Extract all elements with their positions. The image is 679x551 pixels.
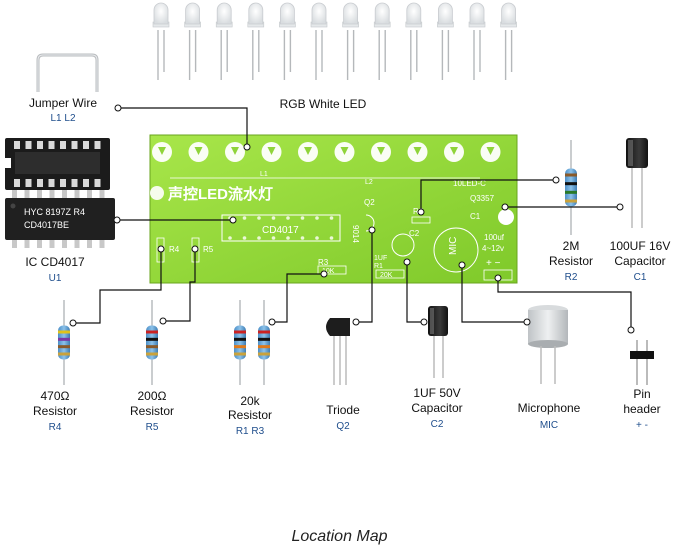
diagram-caption: Location Map <box>291 528 388 545</box>
board-title: 声控LED流水灯 <box>167 185 273 203</box>
c1-hole <box>498 209 514 225</box>
white-led <box>279 2 296 80</box>
white-led <box>437 2 454 80</box>
label-r1r3-name: 20k <box>240 394 260 408</box>
silk-c1: C1 <box>470 212 481 221</box>
label-r4-name: 470Ω <box>41 389 70 403</box>
white-led-row <box>152 2 517 80</box>
resistor <box>258 300 270 385</box>
silk-r1: R1 <box>374 263 383 270</box>
led-symbol-icon <box>150 186 164 200</box>
silk-r3: R3 <box>318 258 329 267</box>
label-r5-designator: R5 <box>146 422 159 433</box>
triode-q2-part <box>326 318 350 385</box>
white-led <box>405 2 423 80</box>
label-c1-name: 100UF 16V <box>610 239 671 253</box>
label-r2-name: 2M <box>563 239 580 253</box>
resistor-parts <box>58 140 577 385</box>
jumper-wire-part <box>36 53 99 92</box>
silk-r3-value: 10K <box>322 268 335 275</box>
silk-100uf: 100uf <box>484 233 505 242</box>
label-mic-designator: MIC <box>540 420 558 431</box>
silk-mic: MIC <box>448 237 459 255</box>
label-c1-designator: C1 <box>634 272 647 283</box>
label-c2-name: 1UF 50V <box>413 386 460 400</box>
label-pin-type: header <box>623 402 660 416</box>
silk-9014: 9014 <box>351 225 360 243</box>
label-q2-designator: Q2 <box>336 421 350 432</box>
label-r2-designator: R2 <box>565 272 578 283</box>
silk-q2: Q2 <box>364 198 375 207</box>
silk-voltage: 4~12v <box>482 244 504 253</box>
label-mic-name: Microphone <box>518 401 581 415</box>
label-r5-type: Resistor <box>130 404 174 418</box>
label-ic-designator: U1 <box>49 273 62 284</box>
silk-r4: R4 <box>169 245 180 254</box>
white-led <box>215 2 233 80</box>
white-led <box>500 2 517 80</box>
resistor <box>234 300 246 385</box>
label-pin-designator: + - <box>636 420 648 431</box>
silk-r5: R5 <box>203 245 214 254</box>
label-led-name: RGB White LED <box>280 97 367 111</box>
white-led <box>152 2 170 80</box>
white-led <box>184 2 201 80</box>
resistor <box>565 140 577 235</box>
label-pin-name: Pin <box>633 387 650 401</box>
silk-l2: L2 <box>365 179 373 186</box>
pcb-board: 声控LED流水灯 L1 L2 10LED-C Q3357 CD4017 Q2 9… <box>149 134 518 284</box>
white-led <box>247 2 265 80</box>
microphone-part <box>528 305 568 384</box>
component-labels: Jumper Wire L1 L2 RGB White LED IC CD401… <box>25 96 670 437</box>
silk-q3357: Q3357 <box>470 194 495 203</box>
label-c2-designator: C2 <box>431 419 444 430</box>
label-r2-type: Resistor <box>549 254 593 268</box>
pin-header-part <box>630 340 654 385</box>
resistor <box>146 300 158 385</box>
pcb-led-footprints <box>152 142 501 162</box>
silk-cd4017: CD4017 <box>262 225 299 236</box>
ic-cd4017-chip: HYC 8197Z R4 CD4017BE <box>5 190 115 248</box>
chip-marking-line1: HYC 8197Z R4 <box>24 207 85 217</box>
silk-r1-value: 20K <box>380 272 393 279</box>
silk-1uf: 1UF <box>374 255 387 262</box>
label-r5-name: 200Ω <box>138 389 167 403</box>
label-c2-type: Capacitor <box>411 401 462 415</box>
white-led <box>468 2 486 80</box>
leader-lines <box>69 104 635 334</box>
label-ic-name: IC CD4017 <box>25 255 85 269</box>
capacitor-c2-part <box>428 306 448 378</box>
label-jumper-designator: L1 L2 <box>50 113 75 124</box>
chip-marking-line2: CD4017BE <box>24 220 69 230</box>
label-r4-designator: R4 <box>49 422 62 433</box>
label-c1-type: Capacitor <box>614 254 665 268</box>
capacitor-c1-part <box>626 138 648 228</box>
label-jumper-name: Jumper Wire <box>29 96 97 110</box>
white-led <box>342 2 359 80</box>
white-led <box>373 2 391 80</box>
silk-l1: L1 <box>260 171 268 178</box>
ic-socket <box>5 138 110 190</box>
label-r4-type: Resistor <box>33 404 77 418</box>
resistor <box>58 300 70 385</box>
silk-c2: C2 <box>409 229 420 238</box>
label-r1r3-type: Resistor <box>228 408 272 422</box>
label-q2-name: Triode <box>326 403 360 417</box>
white-led <box>310 2 328 80</box>
silk-plus-minus: + − <box>486 258 501 269</box>
label-r1r3-designator: R1 R3 <box>236 426 265 437</box>
silk-10led-c: 10LED-C <box>453 179 486 188</box>
